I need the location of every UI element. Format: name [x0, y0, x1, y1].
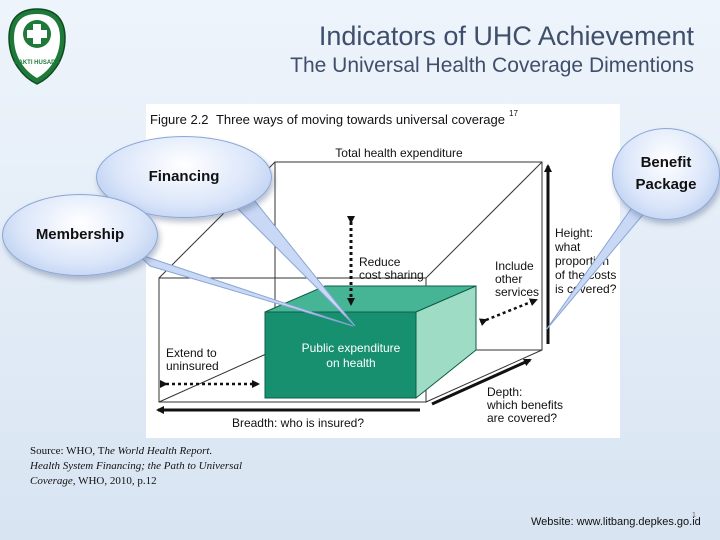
public-expenditure-box [264, 285, 477, 400]
breadth-label: Breadth: who is insured? [232, 416, 364, 430]
include-arrow [478, 298, 538, 326]
include-label-3: services [495, 285, 539, 299]
total-expenditure-label: Total health expenditure [335, 146, 463, 160]
logo-text: BAKTI HUSADA [14, 60, 60, 66]
public-label-1: Public expenditure [302, 341, 401, 355]
depth-label-2: which benefits [486, 398, 563, 412]
height-label-1: Height: [555, 226, 593, 240]
depth-arrow [431, 358, 532, 406]
title-block: Indicators of UHC Achievement The Univer… [290, 20, 694, 80]
height-label-5: is covered? [555, 282, 617, 296]
caption-label: Figure 2.2 [150, 112, 209, 127]
source-prefix: Source: WHO, T [30, 445, 105, 457]
height-label-4: of the costs [555, 268, 616, 282]
bakti-husada-logo: BAKTI HUSADA [8, 8, 66, 85]
source-italic-1: he World Health Report. [104, 445, 213, 457]
page-subtitle: The Universal Health Coverage Dimentions [290, 54, 694, 77]
extend-label-2: uninsured [166, 359, 219, 373]
figure-caption: Figure 2.2 Three ways of moving towards … [150, 112, 505, 127]
page-number: 1 [692, 512, 696, 519]
source-italic-3: Coverage [30, 475, 73, 487]
page-title: Indicators of UHC Achievement [318, 21, 694, 51]
financing-callout: Financing [96, 136, 272, 218]
membership-callout: Membership [2, 194, 158, 276]
height-label-2: what [554, 240, 581, 254]
height-label-3: proportion [555, 254, 609, 268]
caption-superscript: 17 [509, 109, 518, 118]
source-suffix: , WHO, 2010, p.12 [72, 475, 157, 487]
include-label-2: other [495, 272, 522, 286]
financing-label: Financing [148, 168, 220, 185]
source-italic-2: Health System Financing; the Path to Uni… [30, 460, 243, 472]
benefit-package-callout: Benefit Package [612, 128, 720, 220]
public-label-2: on health [326, 356, 375, 370]
box-front-face [264, 311, 417, 399]
benefit-label-1: Benefit [640, 154, 692, 171]
benefit-label-2: Package [635, 176, 697, 193]
depth-label-1: Depth: [487, 385, 522, 399]
caption-text: Three ways of moving towards universal c… [216, 112, 505, 127]
reduce-label-2: cost sharing [359, 268, 424, 282]
membership-label: Membership [35, 226, 125, 243]
website-footer: Website: www.litbang.depkes.go.id [531, 516, 701, 528]
cube-diagram: Figure 2.2 Three ways of moving towards … [150, 109, 617, 430]
extend-label-1: Extend to [166, 346, 217, 360]
depth-label-3: are covered? [487, 411, 557, 425]
include-label-1: Include [495, 259, 534, 273]
source-citation: Source: WHO, The World Health Report. He… [30, 444, 330, 489]
reduce-label-1: Reduce [359, 255, 401, 269]
